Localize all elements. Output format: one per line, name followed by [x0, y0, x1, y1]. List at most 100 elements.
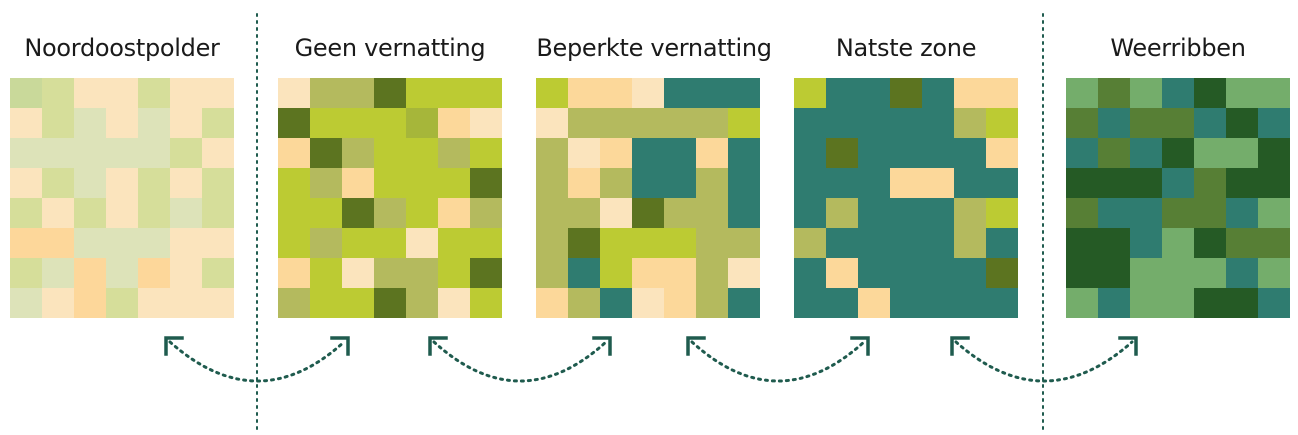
double-arrow-1 — [164, 336, 350, 383]
grid-cell — [632, 288, 664, 318]
grid-cell — [1130, 228, 1162, 258]
grid-cell — [202, 228, 234, 258]
grid-cell — [826, 198, 858, 228]
grid-cell — [568, 138, 600, 168]
grid-cell — [890, 78, 922, 108]
grid-cell — [1226, 108, 1258, 138]
grid-cell — [858, 78, 890, 108]
grid-cell — [1098, 78, 1130, 108]
grid-cell — [536, 78, 568, 108]
grid-cell — [922, 198, 954, 228]
grid-cell — [1258, 258, 1290, 288]
grid-cell — [794, 228, 826, 258]
grid-cell — [1098, 198, 1130, 228]
grid-cell — [202, 138, 234, 168]
grid-cell — [794, 288, 826, 318]
grid-cell — [858, 258, 890, 288]
grid-cell — [74, 258, 106, 288]
panel-title-weerribben: Weerribben — [1110, 34, 1246, 62]
grid-cell — [728, 168, 760, 198]
grid-cell — [10, 228, 42, 258]
grid-cell — [406, 198, 438, 228]
grid-cell — [374, 228, 406, 258]
grid-cell — [696, 258, 728, 288]
grid-cell — [696, 78, 728, 108]
grid-cell — [10, 288, 42, 318]
grid-cell — [922, 228, 954, 258]
grid-cell — [826, 108, 858, 138]
grid-cell — [170, 288, 202, 318]
grid-cell — [1162, 78, 1194, 108]
grid-cell — [74, 168, 106, 198]
grid-cell — [632, 228, 664, 258]
grid-cell — [664, 258, 696, 288]
grid-cell — [1258, 168, 1290, 198]
grid-cell — [664, 168, 696, 198]
grid-cell — [74, 228, 106, 258]
grid-cell — [632, 138, 664, 168]
grid-cell — [1130, 198, 1162, 228]
grid-cell — [342, 138, 374, 168]
grid-cell — [170, 198, 202, 228]
grid-cell — [568, 168, 600, 198]
grid-cell — [406, 138, 438, 168]
grid-cell — [728, 108, 760, 138]
grid-cell — [826, 138, 858, 168]
grid-cell — [826, 288, 858, 318]
grid-cell — [10, 198, 42, 228]
grid-cell — [858, 168, 890, 198]
grid-cell — [138, 168, 170, 198]
grid-cell — [1258, 228, 1290, 258]
grid-cell — [438, 228, 470, 258]
grid-cell — [310, 108, 342, 138]
grid-cell — [438, 138, 470, 168]
grid-cell — [470, 228, 502, 258]
grid-cell — [986, 78, 1018, 108]
grid-cell — [74, 108, 106, 138]
grid-cell — [342, 78, 374, 108]
grid-cell — [986, 288, 1018, 318]
grid-cell — [1226, 228, 1258, 258]
grid-cell — [438, 288, 470, 318]
grid-cell — [374, 108, 406, 138]
grid-cell — [664, 108, 696, 138]
grid-cell — [470, 258, 502, 288]
grid-cell — [568, 288, 600, 318]
grid-cell — [342, 228, 374, 258]
grid-cell — [170, 138, 202, 168]
grid-cell — [310, 198, 342, 228]
grid-cell — [890, 108, 922, 138]
grid-cell — [278, 78, 310, 108]
grid-cell — [106, 138, 138, 168]
grid-cell — [1194, 138, 1226, 168]
grid-cell — [1162, 198, 1194, 228]
grid-cell — [664, 78, 696, 108]
grid-cell — [600, 198, 632, 228]
grid-cell — [1098, 228, 1130, 258]
grid-cell — [1194, 258, 1226, 288]
grid-cell — [1194, 198, 1226, 228]
grid-cell — [1226, 198, 1258, 228]
grid-cell — [1258, 138, 1290, 168]
grid-cell — [1066, 288, 1098, 318]
grid-cell — [826, 78, 858, 108]
panel-title-natste-zone: Natste zone — [835, 34, 977, 62]
grid-cell — [568, 258, 600, 288]
grid-cell — [138, 138, 170, 168]
grid-cell — [728, 288, 760, 318]
grid-cell — [890, 228, 922, 258]
grid-cell — [1194, 78, 1226, 108]
grid-cell — [1130, 138, 1162, 168]
grid-cell — [536, 258, 568, 288]
grid-cell — [342, 168, 374, 198]
grid-cell — [374, 168, 406, 198]
grid-cell — [310, 78, 342, 108]
grid-cell — [202, 108, 234, 138]
arrowhead-left-icon — [428, 336, 448, 356]
grid-cell — [664, 228, 696, 258]
grid-cell — [728, 138, 760, 168]
panel-title-geen-vernatting: Geen vernatting — [294, 34, 486, 62]
grid-cell — [278, 138, 310, 168]
grid-cell — [202, 168, 234, 198]
grid-cell — [342, 108, 374, 138]
